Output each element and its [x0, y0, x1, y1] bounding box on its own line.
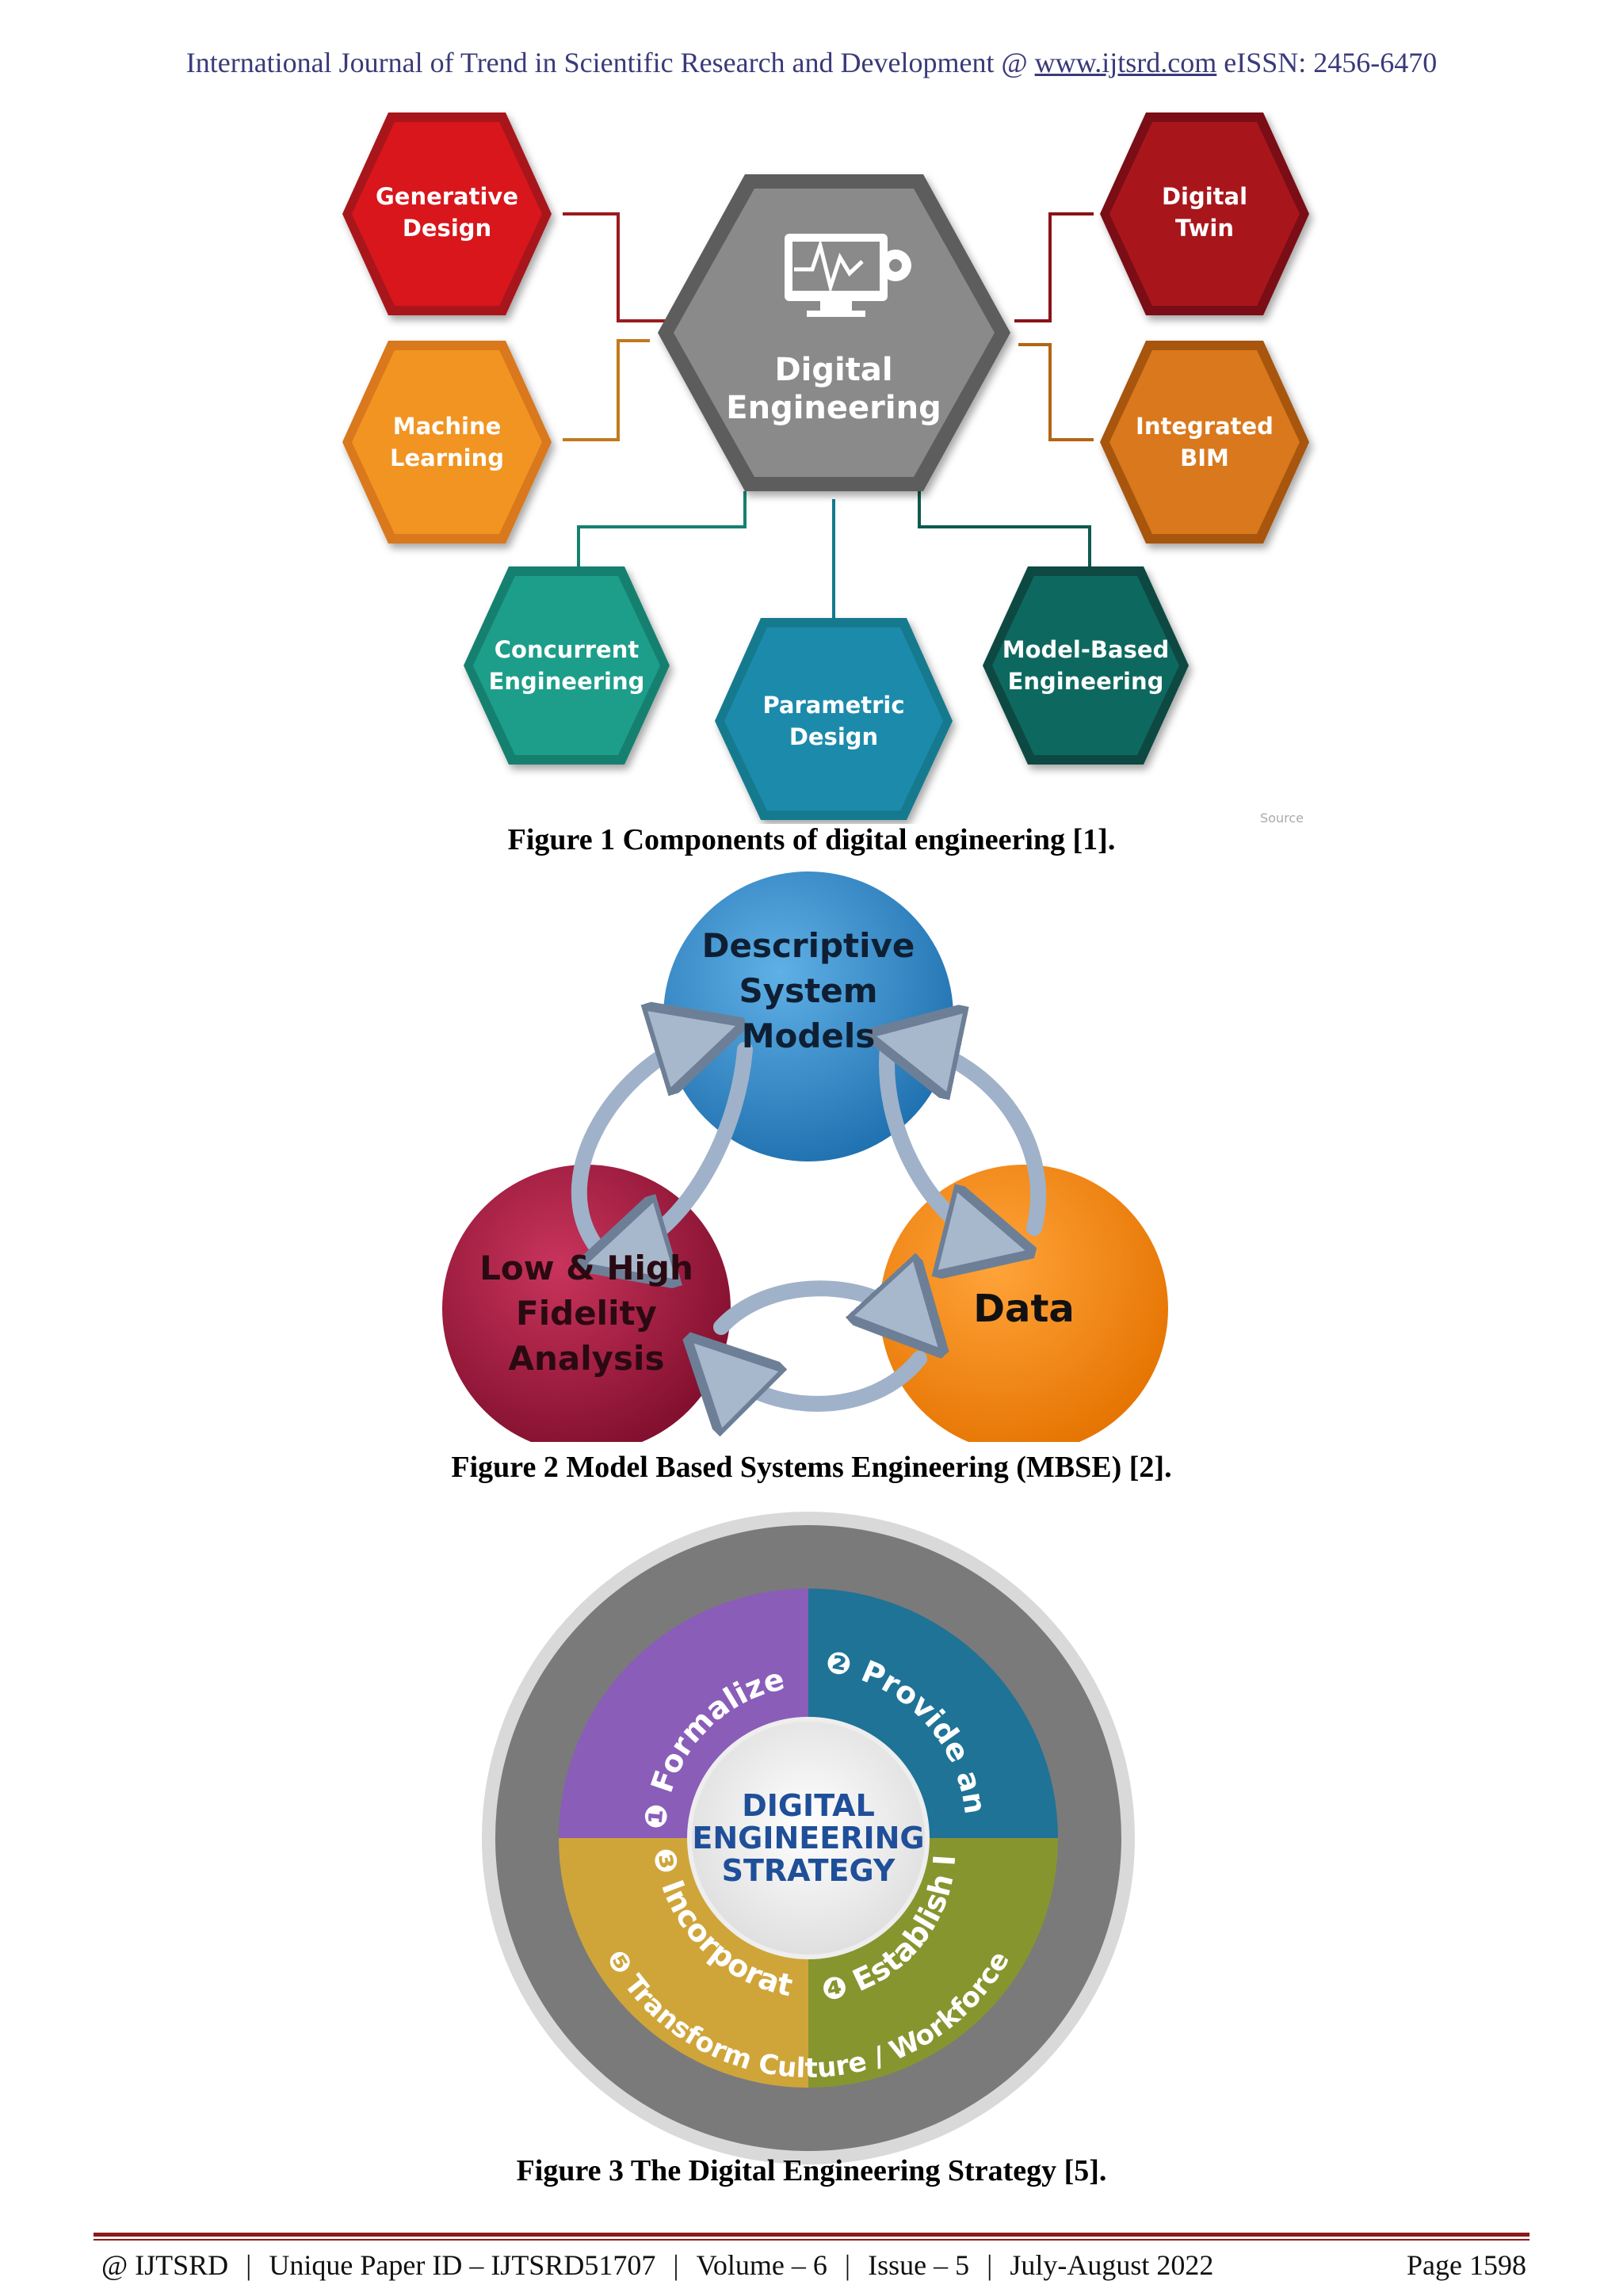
- concurrent-label-2: Engineering: [489, 668, 645, 695]
- center-label-2: ENGINEERING: [692, 1821, 924, 1855]
- connector-lines: [563, 212, 1094, 618]
- hex-generative-design: [342, 113, 552, 315]
- footer-rule: [94, 2233, 1529, 2237]
- hex-model-based-engineering: [983, 566, 1189, 765]
- center-label-3: STRATEGY: [722, 1853, 896, 1888]
- journal-issn: eISSN: 2456-6470: [1224, 47, 1438, 78]
- bim-label-2: BIM: [1180, 444, 1229, 471]
- hub-label-line1: Digital: [774, 352, 892, 388]
- right-label: Data: [973, 1287, 1075, 1331]
- ml-label-2: Learning: [390, 444, 504, 471]
- footer-page: Page 1598: [1407, 2249, 1526, 2281]
- footer-rule-thin: [94, 2239, 1529, 2241]
- hex-parametric-design: [715, 618, 953, 820]
- journal-name: International Journal of Trend in Scient…: [185, 47, 1028, 78]
- footer-paper-id: Unique Paper ID – IJTSRD51707: [269, 2249, 656, 2281]
- figure-2-caption: Figure 2 Model Based Systems Engineering…: [451, 1451, 1172, 1484]
- hex-integrated-bim: [1100, 341, 1309, 543]
- left-label-1: Low & High: [479, 1249, 693, 1287]
- parametric-label-1: Parametric: [762, 692, 904, 719]
- center-label-1: DIGITAL: [742, 1788, 875, 1823]
- footer-left: @ IJTSRD|Unique Paper ID – IJTSRD51707|V…: [101, 2249, 1214, 2281]
- monitor-wave-gear-icon: [785, 234, 911, 317]
- digital-engineering-hub: [658, 174, 1010, 491]
- footer-volume: Volume – 6: [696, 2249, 827, 2281]
- footer-issue: Issue – 5: [868, 2249, 970, 2281]
- running-footer: @ IJTSRD|Unique Paper ID – IJTSRD51707|V…: [101, 2248, 1526, 2282]
- left-label-2: Fidelity: [516, 1294, 657, 1333]
- footer-date: July-August 2022: [1010, 2249, 1214, 2281]
- running-header: International Journal of Trend in Scient…: [0, 46, 1623, 79]
- figure-1-caption: Figure 1 Components of digital engineeri…: [507, 823, 1116, 856]
- hub-label-line2: Engineering: [726, 390, 941, 426]
- left-label-3: Analysis: [509, 1339, 665, 1378]
- source-note: Source: [1260, 810, 1304, 824]
- top-label-3: Models: [742, 1016, 876, 1055]
- figure-2-mbse-diagram: Descriptive System Models Low & High Fid…: [442, 871, 1168, 1442]
- hex-machine-learning: [342, 341, 552, 543]
- generative-label-1: Generative: [376, 183, 518, 210]
- parametric-label-2: Design: [789, 723, 878, 750]
- hex-concurrent-engineering: [464, 566, 670, 765]
- ml-label-1: Machine: [393, 413, 502, 440]
- twin-label-2: Twin: [1175, 215, 1234, 242]
- hex-digital-twin: [1100, 113, 1309, 315]
- top-label-2: System: [739, 971, 878, 1010]
- strategy-center: [687, 1717, 930, 1959]
- figure-3-digital-engineering-strategy-wheel: ❶ Formalize Development, Integration and…: [479, 1509, 1135, 2164]
- journal-link[interactable]: www.ijtsrd.com: [1034, 47, 1217, 78]
- top-label-1: Descriptive: [702, 926, 915, 965]
- cycle-arrows: [579, 1034, 1046, 1404]
- twin-label-1: Digital: [1162, 183, 1247, 210]
- generative-label-2: Design: [403, 215, 491, 242]
- figure-1-digital-engineering-components: Digital Engineering Generative Design Di…: [342, 113, 1309, 824]
- bim-label-1: Integrated: [1136, 413, 1274, 440]
- mbe-label-2: Engineering: [1008, 668, 1164, 695]
- figure-3-caption: Figure 3 The Digital Engineering Strateg…: [516, 2154, 1107, 2187]
- footer-journal: @ IJTSRD: [101, 2249, 229, 2281]
- concurrent-label-1: Concurrent: [495, 636, 640, 663]
- mbe-label-1: Model-Based: [1002, 636, 1170, 663]
